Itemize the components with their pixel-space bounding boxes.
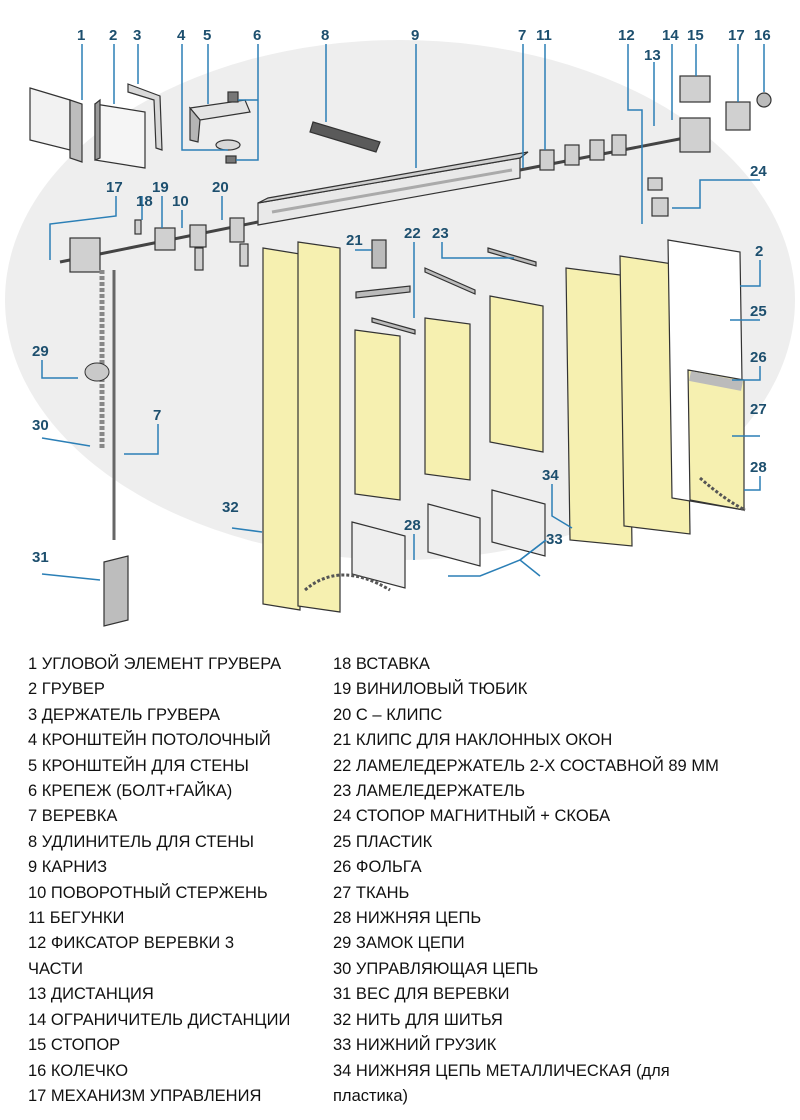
- legend-item: 31 ВЕС ДЛЯ ВЕРЕВКИ: [333, 985, 510, 1004]
- legend-item: 8 УДЛИНИТЕЛЬ ДЛЯ СТЕНЫ: [28, 832, 254, 851]
- callout-14: 14: [662, 27, 679, 44]
- legend-item: 28 НИЖНЯЯ ЦЕПЬ: [333, 909, 482, 928]
- legend-item: 29 ЗАМОК ЦЕПИ: [333, 934, 465, 953]
- callout-11: 11: [536, 27, 552, 44]
- legend-item: 13 ДИСТАНЦИЯ: [28, 985, 154, 1004]
- callout-13: 13: [644, 47, 661, 64]
- callout-34: 34: [542, 467, 559, 484]
- legend-item: 3 ДЕРЖАТЕЛЬ ГРУВЕРА: [28, 705, 221, 724]
- legend-item: 20 С – КЛИПС: [333, 705, 443, 724]
- callout-28-bottom: 28: [404, 517, 421, 534]
- callout-7-left: 7: [153, 407, 161, 424]
- callout-25: 25: [750, 303, 767, 320]
- callout-10: 10: [172, 193, 189, 210]
- callout-23: 23: [432, 225, 449, 242]
- callout-8: 8: [321, 27, 329, 44]
- callout-32: 32: [222, 499, 239, 516]
- legend-item: ЧАСТИ: [28, 959, 83, 978]
- legend-item: 26 ФОЛЬГА: [333, 858, 422, 877]
- callout-6: 6: [253, 27, 261, 44]
- callout-20: 20: [212, 179, 229, 196]
- runners: [69, 75, 772, 273]
- legend-item: 32 НИТЬ ДЛЯ ШИТЬЯ: [333, 1010, 503, 1029]
- callout-16: 16: [754, 27, 771, 44]
- legend-item: 17 МЕХАНИЗМ УПРАВЛЕНИЯ: [28, 1086, 262, 1105]
- legend-item: 34 НИЖНЯЯ ЦЕПЬ МЕТАЛЛИЧЕСКАЯ (для: [333, 1061, 670, 1080]
- legend-item: 33 НИЖНИЙ ГРУЗИК: [333, 1036, 497, 1055]
- cord-weight: [103, 555, 129, 627]
- legend-item: 24 СТОПОР МАГНИТНЫЙ + СКОБА: [333, 807, 611, 826]
- legend-item: пластика): [333, 1086, 409, 1105]
- callout-1: 1: [77, 27, 85, 44]
- legend-item: 16 КОЛЕЧКО: [28, 1061, 129, 1080]
- legend-item: 9 КАРНИЗ: [28, 858, 108, 877]
- callout-27: 27: [750, 401, 767, 418]
- legend-item: 22 ЛАМЕЛЕДЕРЖАТЕЛЬ 2-Х СОСТАВНОЙ 89 ММ: [333, 756, 719, 775]
- callout-30: 30: [32, 417, 49, 434]
- callout-5: 5: [203, 27, 211, 44]
- callout-17-top: 17: [728, 27, 745, 44]
- callout-4: 4: [177, 27, 186, 44]
- bottom-weights: [304, 476, 746, 592]
- legend-item: 5 КРОНШТЕЙН ДЛЯ СТЕНЫ: [28, 756, 249, 775]
- legend-item: 21 КЛИПС ДЛЯ НАКЛОННЫХ ОКОН: [333, 731, 613, 750]
- control-chain: [84, 270, 116, 540]
- legend-item: 10 ПОВОРОТНЫЙ СТЕРЖЕНЬ: [28, 883, 268, 902]
- legend-item: 23 ЛАМЕЛЕДЕРЖАТЕЛЬ: [333, 782, 526, 801]
- callout-15: 15: [687, 27, 704, 44]
- callout-2-right: 2: [755, 243, 763, 260]
- callout-28-right: 28: [750, 459, 767, 476]
- callout-labels: 1 2 3 4 5 6 8 9 7 11 12 13 14 15 17 16 1…: [32, 27, 771, 566]
- callout-33: 33: [546, 531, 563, 548]
- callout-31: 31: [32, 549, 49, 566]
- legend-item: 27 ТКАНЬ: [333, 883, 410, 902]
- callout-7-top: 7: [518, 27, 526, 44]
- callout-22: 22: [404, 225, 421, 242]
- legend-item: 14 ОГРАНИЧИТЕЛЬ ДИСТАНЦИИ: [28, 1010, 291, 1029]
- callout-12: 12: [618, 27, 635, 44]
- callout-26: 26: [750, 349, 767, 366]
- callout-17-left: 17: [106, 179, 123, 196]
- groover-corner-part: [29, 83, 163, 169]
- callout-19: 19: [152, 179, 169, 196]
- legend-left-column: 1 УГЛОВОЙ ЭЛЕМЕНТ ГРУВЕРА 2 ГРУВЕР 3 ДЕРЖА…: [28, 652, 328, 1109]
- callout-24: 24: [750, 163, 767, 180]
- callout-3: 3: [133, 27, 141, 44]
- callout-18: 18: [136, 193, 153, 210]
- legend-item: 30 УПРАВЛЯЮЩАЯ ЦЕПЬ: [333, 959, 539, 978]
- legend-right-column: 18 ВСТАВКА 19 ВИНИЛОВЫЙ ТЮБИК 20 С – КЛИПС…: [333, 652, 773, 1109]
- legend-item: 1 УГЛОВОЙ ЭЛЕМЕНТ ГРУВЕРА: [28, 655, 282, 673]
- cornice-rail: [59, 133, 701, 264]
- legend-item: 2 ГРУВЕР: [28, 680, 105, 699]
- legend-item: 15 СТОПОР: [28, 1036, 121, 1055]
- leader-lines: [41, 44, 765, 581]
- legend-item: 7 ВЕРЕВКА: [28, 807, 118, 826]
- legend-item: 19 ВИНИЛОВЫЙ ТЮБИК: [333, 680, 528, 699]
- legend-item: 6 КРЕПЕЖ (БОЛТ+ГАЙКА): [28, 782, 233, 801]
- callout-21: 21: [346, 232, 363, 249]
- fabric-slats: [262, 239, 745, 613]
- callout-9: 9: [411, 27, 419, 44]
- callout-29: 29: [32, 343, 49, 360]
- legend-item: 18 ВСТАВКА: [333, 655, 430, 673]
- blinds-exploded-diagram: 1 2 3 4 5 6 8 9 7 11 12 13 14 15 17 16 1…: [5, 27, 795, 627]
- brackets: [188, 91, 251, 164]
- legend-item: 4 КРОНШТЕЙН ПОТОЛОЧНЫЙ: [28, 731, 271, 750]
- wall-extender: [309, 121, 381, 153]
- legend-item: 25 ПЛАСТИК: [333, 832, 433, 851]
- callout-2: 2: [109, 27, 117, 44]
- legend-item: 11 БЕГУНКИ: [28, 909, 125, 928]
- slat-holders: [355, 239, 537, 335]
- legend-item: 12 ФИКСАТОР ВЕРЕВКИ 3: [28, 934, 235, 953]
